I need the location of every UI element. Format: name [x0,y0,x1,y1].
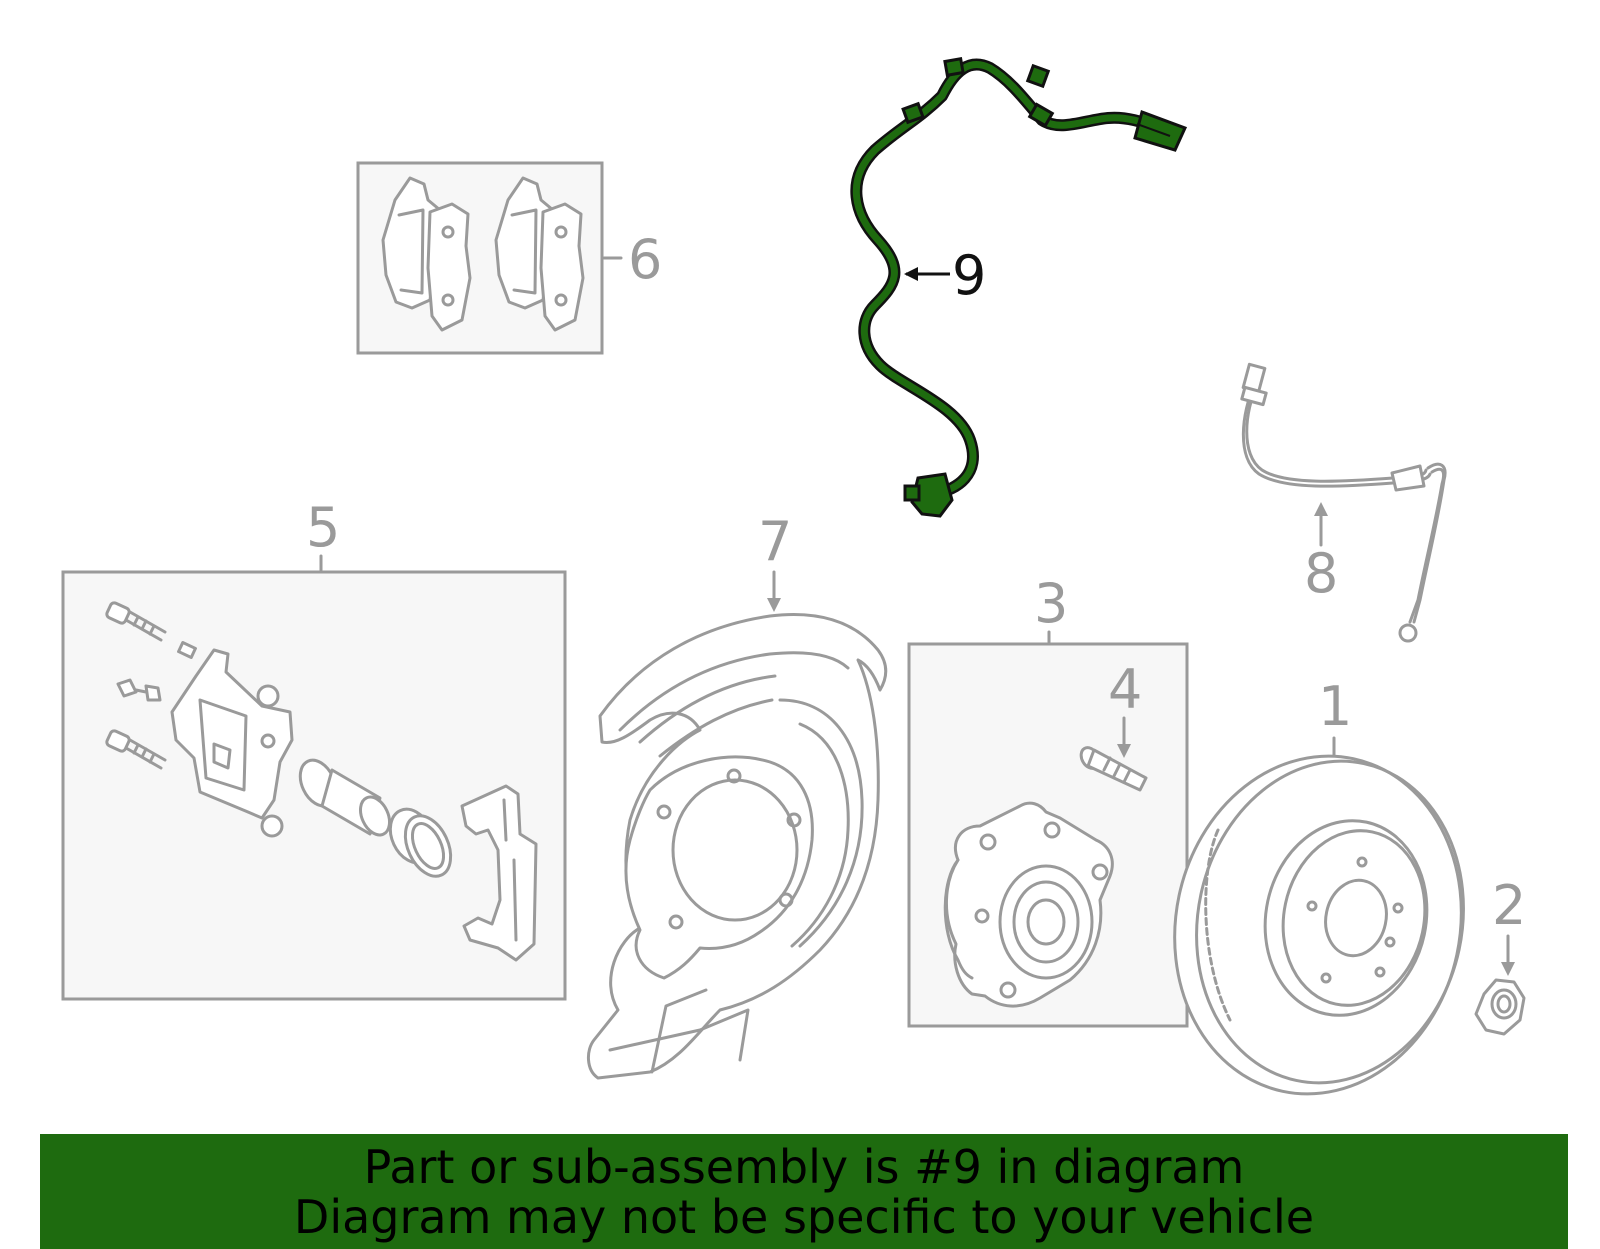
brake-pad-right [494,176,585,332]
part-9-abs-sensor-harness[interactable] [850,56,1188,518]
bleeder-screw [116,678,162,702]
shield-backing-plate [624,755,814,980]
part-7-dust-shield[interactable] [587,570,888,1080]
harness-clips [901,56,1055,128]
banner-line-2: Diagram may not be specific to your vehi… [293,1190,1315,1244]
callout-9: 9 [952,244,986,307]
brake-pad-left [381,176,472,332]
part-2-hub-nut[interactable] [1474,934,1526,1036]
part-1-brake-rotor[interactable] [1144,729,1493,1121]
hub-assembly [943,801,1114,1008]
harness-connector [1133,110,1188,152]
guide-pin-boot [177,641,197,659]
leader-arrow-9 [904,267,950,281]
caliper-bracket [460,784,538,962]
piston-and-seals [298,758,453,878]
part-8-brake-hose[interactable] [1240,362,1447,643]
callout-8: 8 [1304,542,1338,605]
callout-5: 5 [306,496,340,559]
callout-7: 7 [758,510,792,573]
callout-4: 4 [1108,658,1142,721]
caliper-bolt-lower [105,729,167,770]
callout-6: 6 [628,228,662,291]
banner-line-1: Part or sub-assembly is #9 in diagram [363,1140,1245,1194]
sensor-head [903,472,954,518]
callout-3: 3 [1034,572,1068,635]
part-4-wheel-stud[interactable] [1078,716,1148,792]
part-3-hub-bearing-assembly[interactable] [907,630,1189,1028]
callout-2: 2 [1492,874,1526,937]
caliper-body [170,648,294,838]
callout-1: 1 [1318,675,1352,738]
info-banner: Part or sub-assembly is #9 in diagram Di… [40,1134,1568,1249]
part-5-caliper-assembly[interactable] [61,554,567,1001]
part-6-brake-pads[interactable] [356,161,623,355]
caliper-bolt-upper [105,601,167,642]
